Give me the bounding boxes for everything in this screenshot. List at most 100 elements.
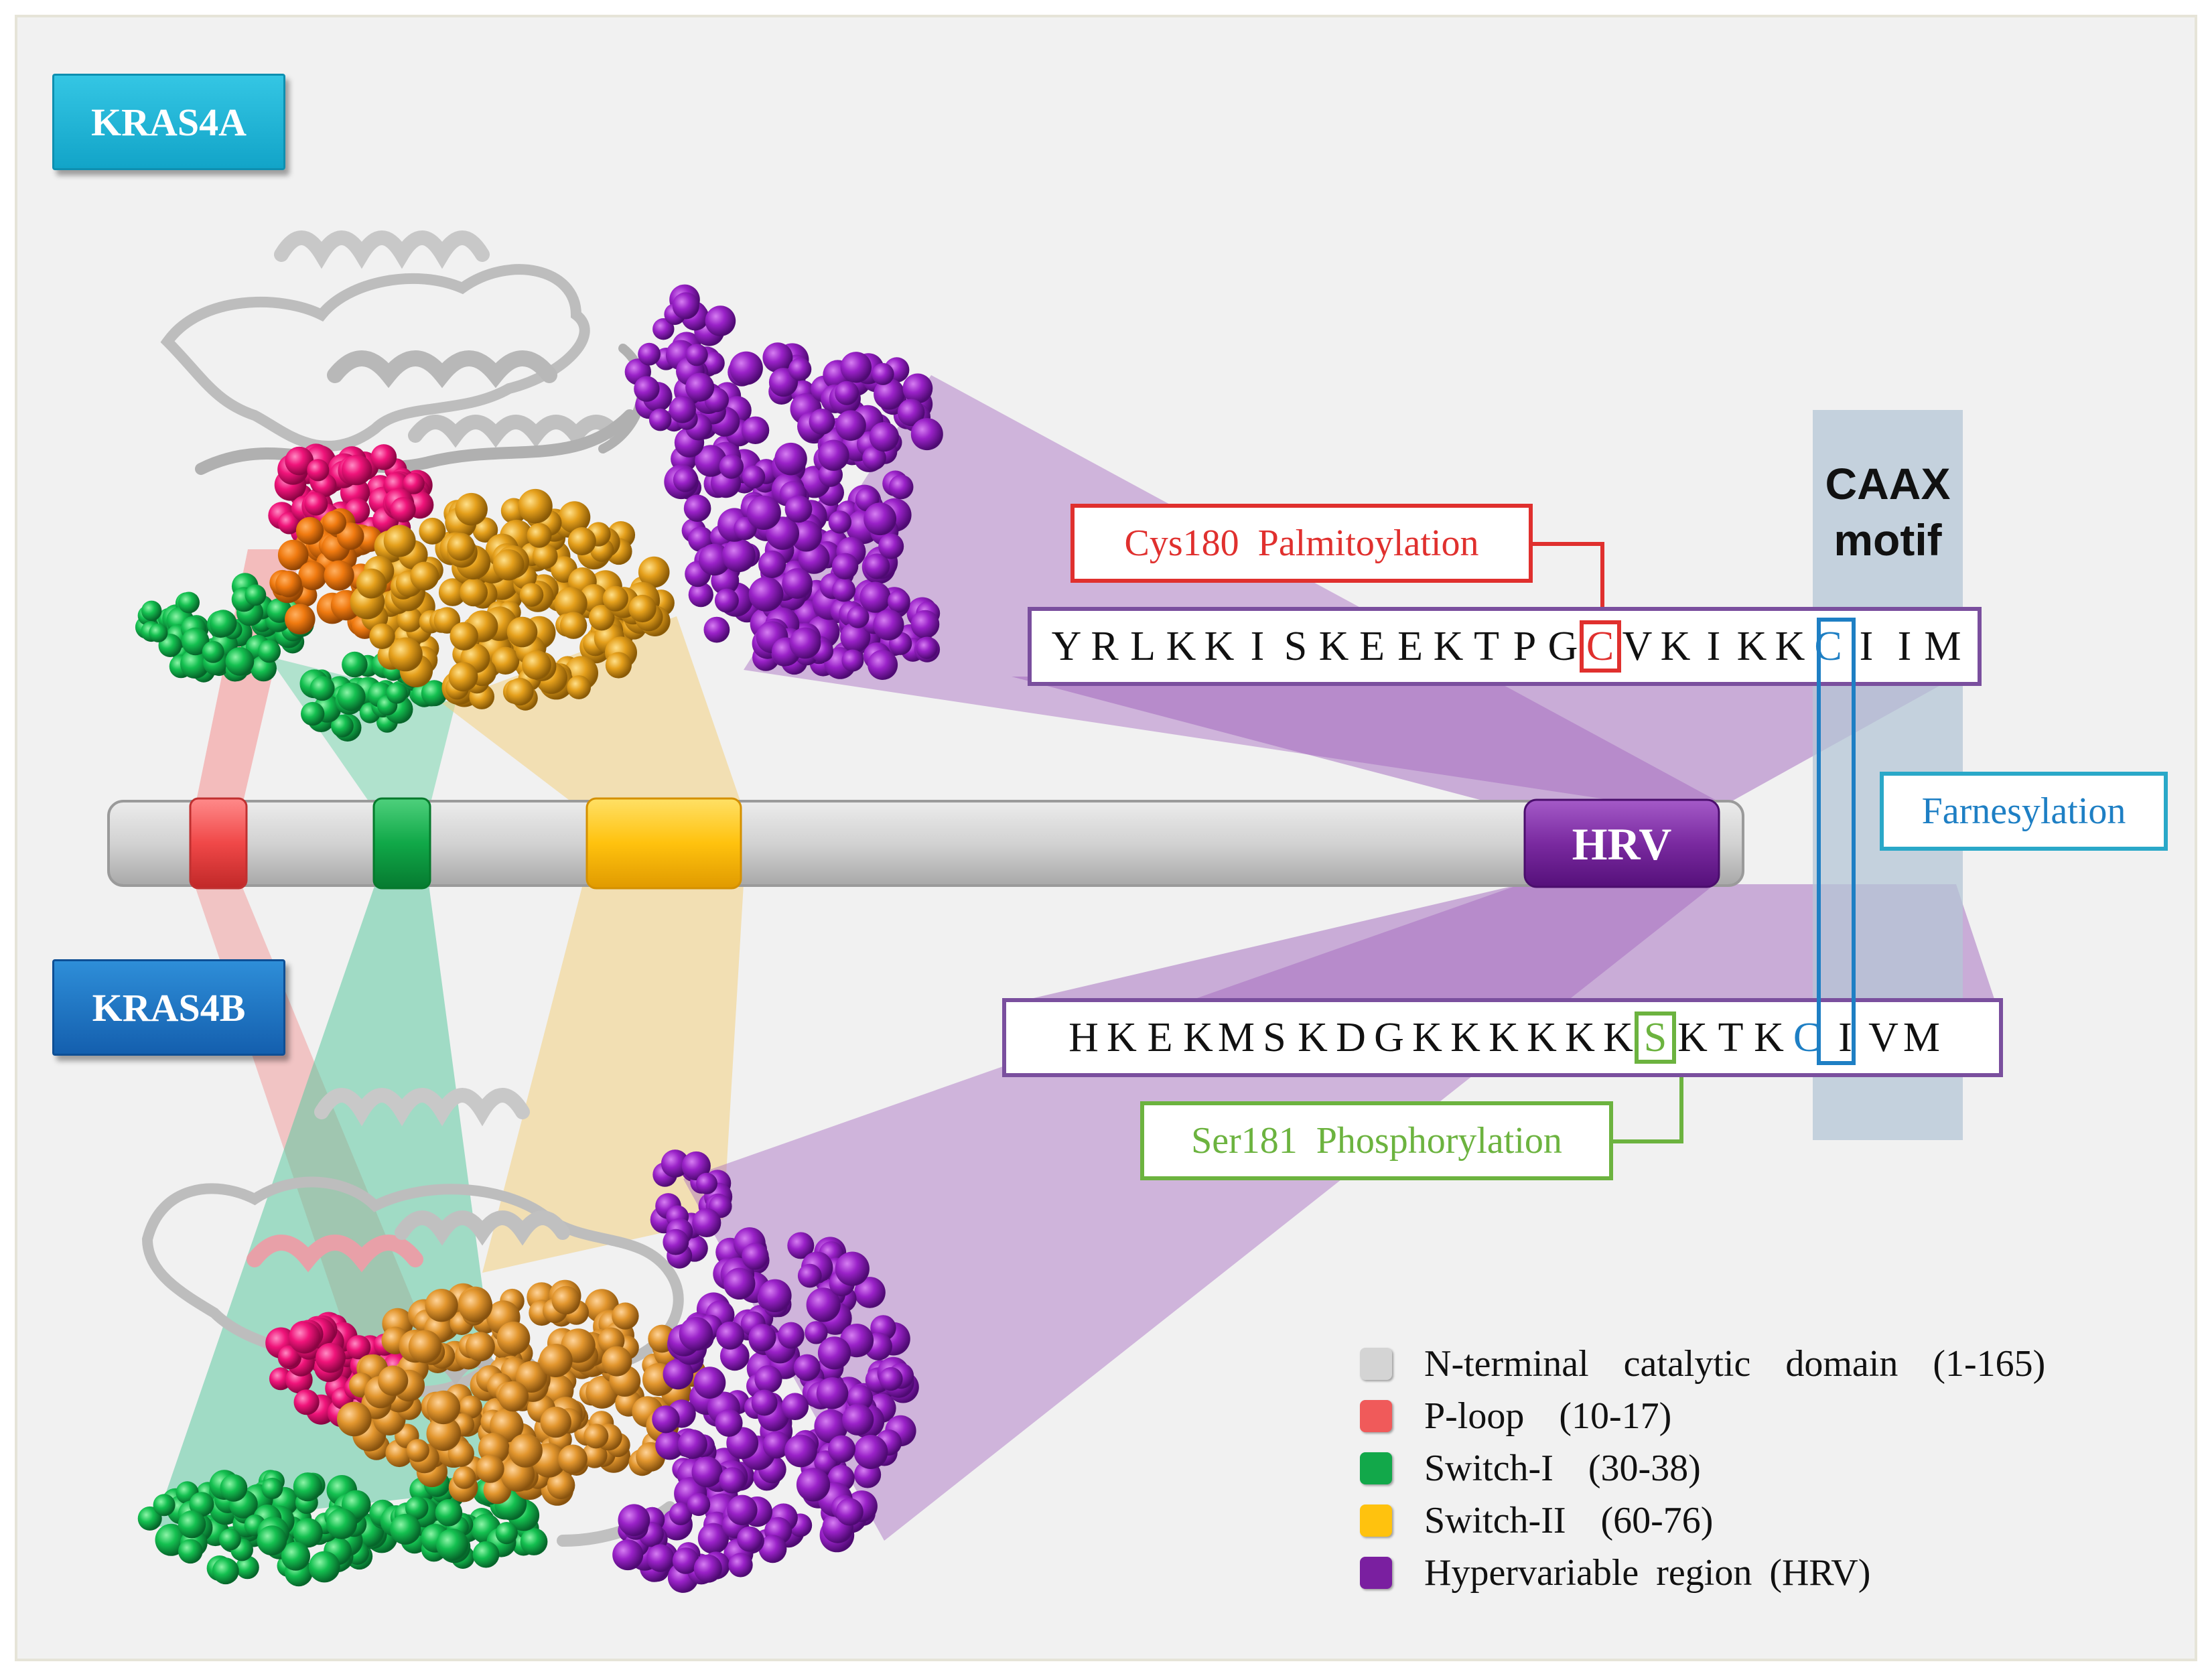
kras4a-residue: I (1706, 623, 1721, 669)
atom-sphere (878, 533, 904, 559)
atom-sphere (346, 1335, 371, 1360)
atom-sphere (661, 1149, 689, 1178)
palmitoylation-label: Cys180 Palmitoylation (1070, 504, 1533, 583)
atom-sphere (498, 1381, 529, 1412)
atom-sphere (559, 612, 587, 639)
atom-sphere (916, 637, 938, 659)
kras4a-residue: E (1397, 623, 1423, 669)
atom-sphere (281, 1541, 311, 1571)
kras4b-residue: K (1603, 1014, 1633, 1060)
atom-sphere (742, 465, 766, 489)
atom-sphere (520, 1528, 548, 1555)
atom-sphere (236, 1555, 259, 1580)
atom-sphere (403, 472, 425, 494)
atom-sphere (864, 553, 890, 579)
atom-sphere (648, 408, 672, 431)
kras4b-residue: K (1565, 1014, 1595, 1060)
atom-sphere (455, 492, 488, 526)
atom-sphere (835, 410, 866, 441)
atom-sphere (778, 1322, 805, 1349)
atom-sphere (790, 520, 822, 552)
atom-sphere (859, 581, 891, 613)
atom-sphere (491, 646, 520, 675)
atom-sphere (612, 1302, 639, 1330)
atom-sphere (716, 1321, 745, 1350)
kras4a-residue: K (1736, 623, 1767, 669)
atom-sphere (628, 594, 656, 623)
atom-sphere (748, 1324, 776, 1352)
caax-line1: CAAX (1825, 459, 1951, 508)
atom-sphere (316, 1342, 346, 1373)
atom-sphere (304, 492, 328, 516)
legend-swatch (1360, 1452, 1392, 1484)
kras4b-residue: M (1217, 1014, 1255, 1060)
atom-sphere (426, 1390, 461, 1425)
atom-sphere (638, 342, 661, 366)
atom-sphere (663, 1229, 689, 1255)
atom-sphere (758, 1535, 787, 1563)
atom-sphere (703, 616, 730, 643)
atom-sphere (219, 1528, 241, 1551)
atom-sphere (868, 650, 898, 680)
atom-sphere (389, 637, 423, 672)
atom-sphere (793, 1354, 821, 1381)
atom-sphere (225, 647, 255, 676)
atom-sphere (835, 1498, 863, 1526)
atom-sphere (902, 373, 933, 404)
atom-sphere (841, 649, 864, 672)
kras4b-residue: C (1793, 1014, 1821, 1060)
atom-sphere (758, 1279, 792, 1313)
atom-sphere (669, 396, 696, 423)
atom-sphere (245, 584, 267, 606)
kras4a-residue: I (1250, 623, 1265, 669)
atom-sphere (691, 1456, 723, 1488)
atom-sphere (324, 560, 354, 591)
atom-sphere (178, 591, 200, 614)
hrv-segment (1523, 798, 1720, 888)
atom-sphere (519, 583, 544, 607)
atom-sphere (869, 422, 899, 452)
atom-sphere (293, 1389, 320, 1415)
atom-sphere (705, 305, 736, 336)
kras4a-residue: K (1204, 623, 1235, 669)
ploop-segment (189, 797, 248, 890)
atom-sphere (141, 600, 162, 621)
domain-bar (107, 797, 1744, 890)
kras4a-residue: C (1579, 620, 1621, 673)
kras4b-tag: KRAS4B (52, 959, 285, 1056)
atom-sphere (390, 1513, 421, 1545)
atom-sphere (518, 488, 553, 524)
atom-sphere (295, 516, 324, 545)
atom-sphere (748, 577, 784, 612)
atom-sphere (714, 588, 739, 613)
kras4a-residue: K (1318, 623, 1349, 669)
kras4a-residue: S (1284, 623, 1308, 669)
atom-sphere (322, 510, 346, 535)
atom-sphere (308, 1551, 340, 1583)
atom-sphere (383, 525, 416, 557)
kras4a-structure (135, 230, 943, 742)
atom-sphere (817, 1336, 851, 1370)
kras4a-ribbon (160, 230, 647, 475)
kras4a-residue: K (1433, 623, 1464, 669)
atom-sphere (727, 1494, 758, 1525)
kras4a-residue: R (1091, 623, 1119, 669)
kras4b-residue: K (1412, 1014, 1442, 1060)
kras4b-pink-spheres (265, 1312, 415, 1427)
legend-label: Switch-II (60-76) (1424, 1500, 1714, 1541)
atom-sphere (683, 494, 711, 522)
atom-sphere (378, 1365, 409, 1396)
atom-sphere (459, 1395, 482, 1419)
legend-item: P-loop (10-17) (1360, 1391, 1671, 1442)
kras4b-residue: I (1838, 1014, 1852, 1060)
legend-item: Hypervariable region (HRV) (1360, 1547, 1870, 1598)
atom-sphere (840, 352, 872, 383)
atom-sphere (408, 1330, 442, 1363)
kras4a-pink-spheres (268, 443, 434, 554)
kras4b-residue: S (1263, 1014, 1286, 1060)
atom-sphere (863, 502, 896, 536)
atom-sphere (182, 627, 210, 656)
kras4b-residue: V (1868, 1014, 1898, 1060)
